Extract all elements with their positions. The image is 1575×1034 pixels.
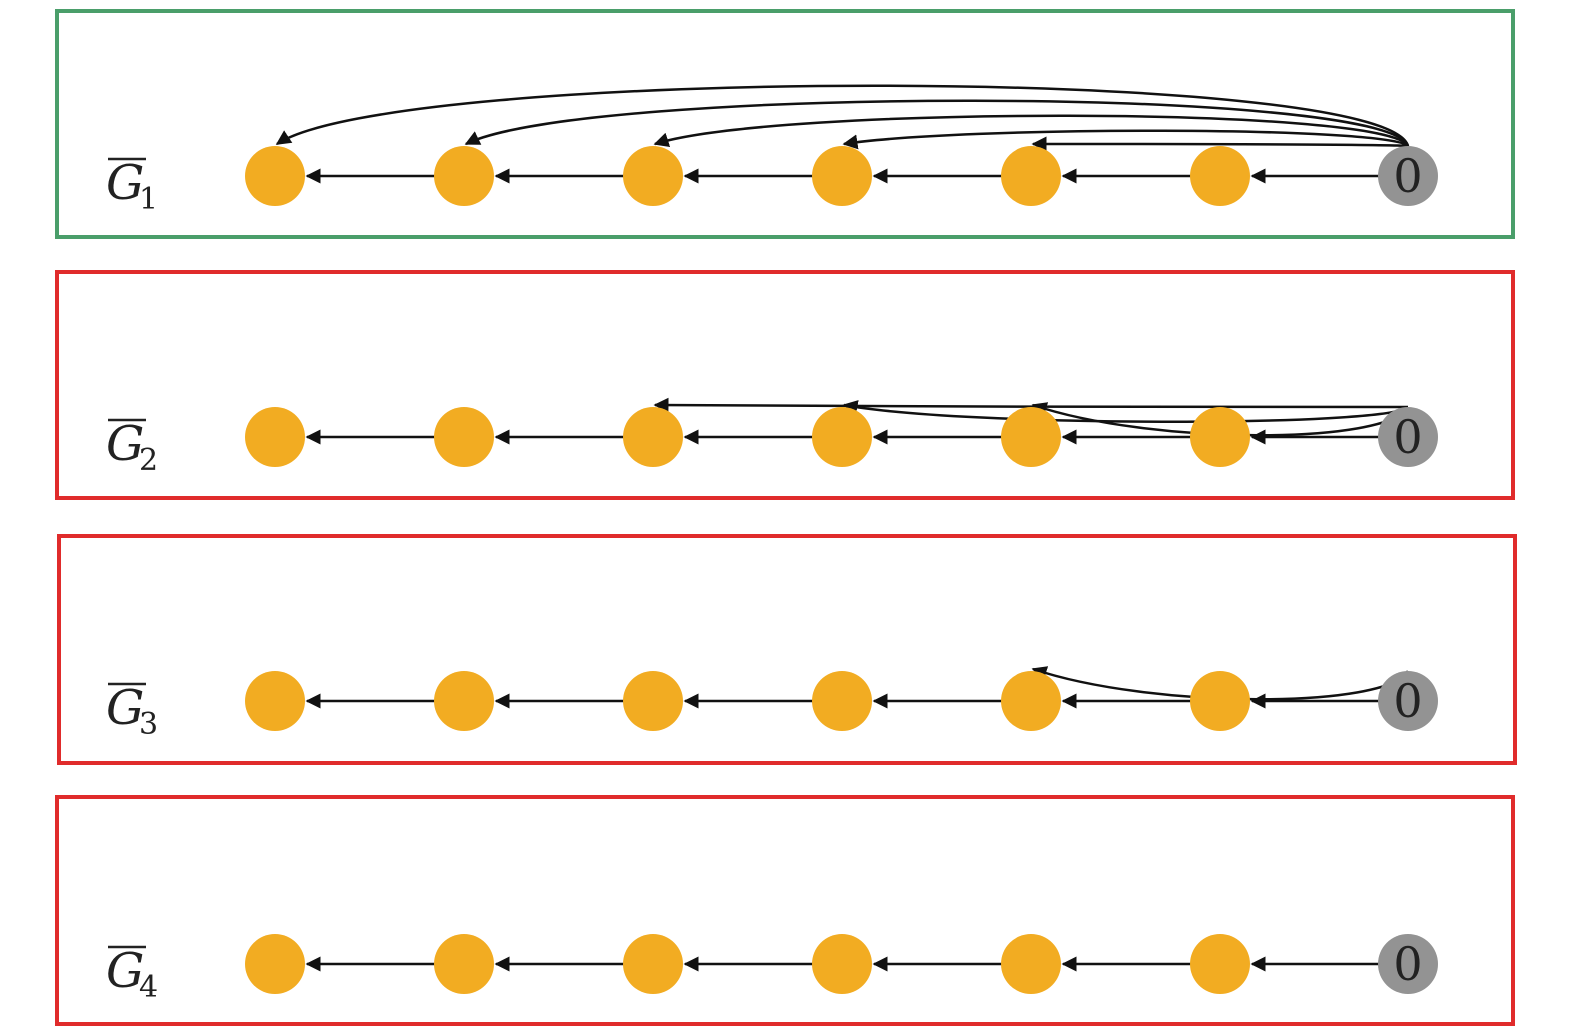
graph-label: G — [106, 155, 144, 211]
node-5 — [1001, 146, 1061, 206]
graph-label-subscript: 1 — [139, 182, 158, 217]
node-1 — [245, 407, 305, 467]
long-edge — [275, 84, 1410, 147]
graph-label: G — [106, 943, 144, 999]
node-3 — [623, 671, 683, 731]
root-node-label: 0 — [1393, 149, 1422, 203]
long-edge — [464, 99, 1410, 147]
graph-label-subscript: 4 — [139, 970, 158, 1005]
root-node — [1378, 671, 1438, 731]
graph-label-subscript: 3 — [139, 707, 158, 742]
root-node — [1378, 146, 1438, 206]
node-6 — [1190, 407, 1250, 467]
node-3 — [623, 934, 683, 994]
node-2 — [434, 671, 494, 731]
node-3 — [623, 407, 683, 467]
long-edge — [842, 400, 1409, 423]
node-6 — [1190, 934, 1250, 994]
root-node — [1378, 407, 1438, 467]
root-node-label: 0 — [1393, 937, 1422, 991]
panel-border — [57, 534, 1517, 765]
node-3 — [623, 146, 683, 206]
graph-label-subscript: 2 — [139, 443, 158, 478]
graph-label: G — [106, 680, 144, 736]
graph-label: G — [106, 416, 144, 472]
node-4 — [812, 407, 872, 467]
long-edge — [653, 397, 1409, 413]
node-4 — [812, 934, 872, 994]
long-edge — [842, 129, 1409, 150]
root-node-label: 0 — [1393, 410, 1422, 464]
node-5 — [1001, 934, 1061, 994]
graph-panel-2: G2 0 — [55, 270, 1515, 500]
node-1 — [245, 146, 305, 206]
panel-border — [55, 270, 1515, 500]
node-1 — [245, 934, 305, 994]
graph-panel-3: G3 0 — [57, 534, 1517, 765]
node-6 — [1190, 671, 1250, 731]
node-4 — [812, 671, 872, 731]
panel-border — [55, 795, 1515, 1026]
root-node-label: 0 — [1393, 674, 1422, 728]
root-node — [1378, 934, 1438, 994]
node-2 — [434, 146, 494, 206]
node-1 — [245, 671, 305, 731]
node-2 — [434, 934, 494, 994]
node-4 — [812, 146, 872, 206]
node-5 — [1001, 671, 1061, 731]
long-edge — [1031, 136, 1409, 152]
long-edge — [653, 114, 1410, 148]
node-5 — [1001, 407, 1061, 467]
node-6 — [1190, 146, 1250, 206]
panel-border — [55, 9, 1515, 239]
node-2 — [434, 407, 494, 467]
graph-panel-1: G1 0 — [55, 9, 1515, 239]
graph-panel-4: G4 0 — [55, 795, 1515, 1026]
